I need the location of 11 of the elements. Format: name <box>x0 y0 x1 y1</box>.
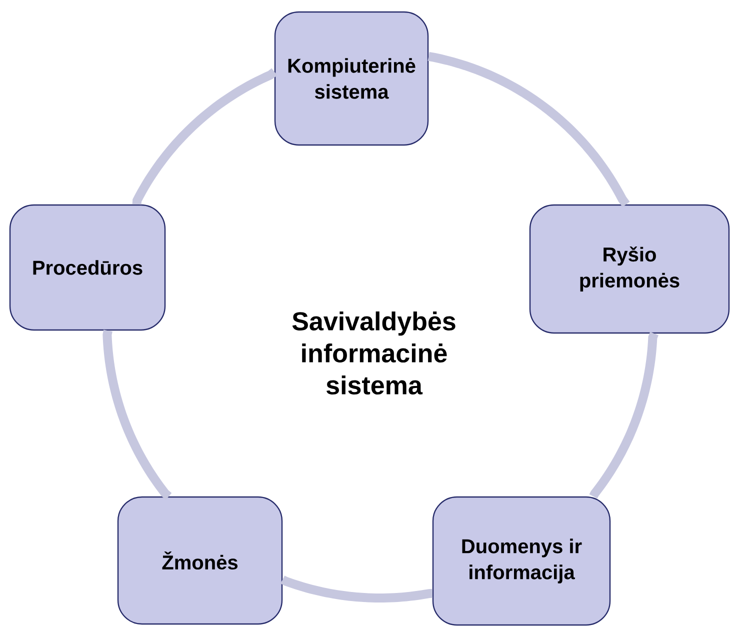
rounded-box: Kompiuterinė sistema <box>274 11 429 146</box>
rounded-box: Žmonės <box>117 496 283 625</box>
ring-segment <box>589 332 658 498</box>
center-title: Savivaldybės informacinė sistema <box>292 311 456 395</box>
rounded-box: Duomenys ir informacija <box>432 496 611 626</box>
ring-segment <box>132 68 278 205</box>
ring-segment <box>102 330 172 500</box>
ring-segment <box>280 576 434 602</box>
rounded-box: Procedūros <box>9 204 166 331</box>
ring-segment <box>428 52 630 208</box>
rounded-box: Ryšio priemonės <box>529 204 730 334</box>
